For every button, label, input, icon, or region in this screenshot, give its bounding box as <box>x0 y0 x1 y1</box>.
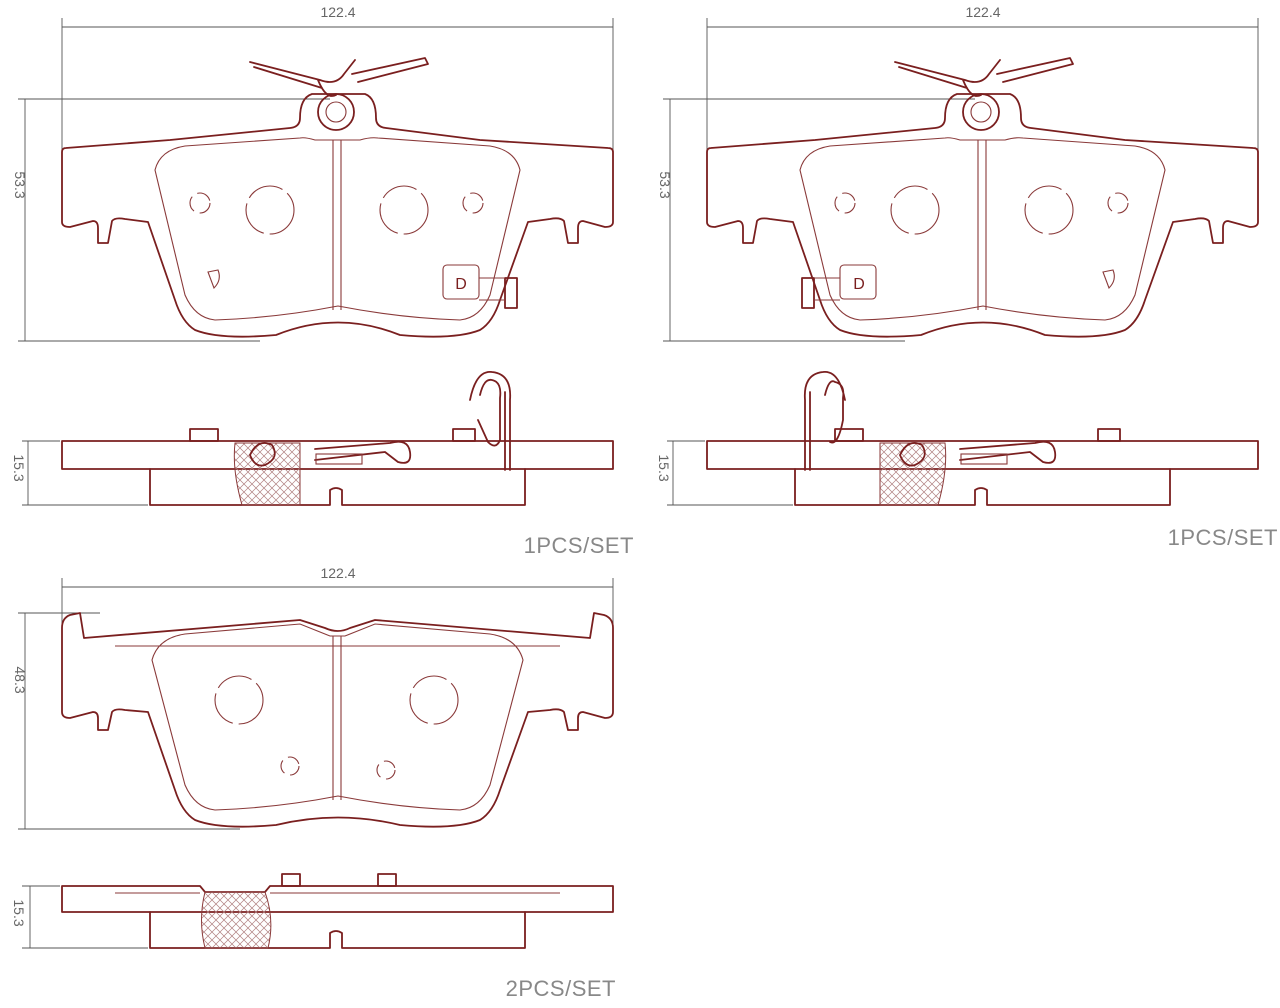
backing-plate-3 <box>61 612 614 828</box>
friction-pad-3 <box>151 623 524 811</box>
pad-panel-2: 122.4 53.3 <box>656 4 1278 550</box>
width-dimension-3: 122.4 <box>61 565 614 640</box>
height-dimension-3: 48.3 <box>12 612 240 830</box>
pad-panel-3: 122.4 48.3 15.3 2PCS/S <box>11 565 616 1001</box>
wear-indicator-2: D <box>801 264 877 309</box>
wear-indicator-glyph-1: D <box>455 276 467 293</box>
set-label-1: 1PCS/SET <box>524 533 634 558</box>
width-dimension-2: 122.4 <box>706 4 1259 150</box>
side-view-2: 15.3 <box>656 371 1259 506</box>
set-label-2: 1PCS/SET <box>1168 525 1278 550</box>
friction-pad-2 <box>799 137 1166 321</box>
height-label-2: 53.3 <box>657 171 673 198</box>
thickness-label-1: 15.3 <box>11 454 27 481</box>
wear-indicator-1: D <box>442 264 518 309</box>
height-dimension-1: 53.3 <box>12 98 330 342</box>
height-label-3: 48.3 <box>12 666 28 693</box>
spring-clip-2 <box>894 57 1074 131</box>
wear-indicator-glyph-2: D <box>853 276 865 293</box>
backing-plate-1 <box>61 93 614 338</box>
thickness-label-2: 15.3 <box>656 454 672 481</box>
pad-panel-1: 122.4 53.3 D <box>11 4 634 558</box>
side-view-3: 15.3 <box>11 873 614 949</box>
backing-plate-2 <box>706 93 1259 338</box>
height-dimension-2: 53.3 <box>657 98 975 342</box>
set-label-3: 2PCS/SET <box>506 976 616 1001</box>
side-view-1: 15.3 <box>11 371 614 506</box>
width-label-1: 122.4 <box>320 4 355 20</box>
thickness-label-3: 15.3 <box>11 899 27 926</box>
friction-pad-1 <box>154 137 521 321</box>
height-label-1: 53.3 <box>12 171 28 198</box>
spring-clip-1 <box>249 57 429 131</box>
width-label-2: 122.4 <box>965 4 1000 20</box>
width-label-3: 122.4 <box>320 565 355 581</box>
width-dimension-1: 122.4 <box>61 4 614 150</box>
